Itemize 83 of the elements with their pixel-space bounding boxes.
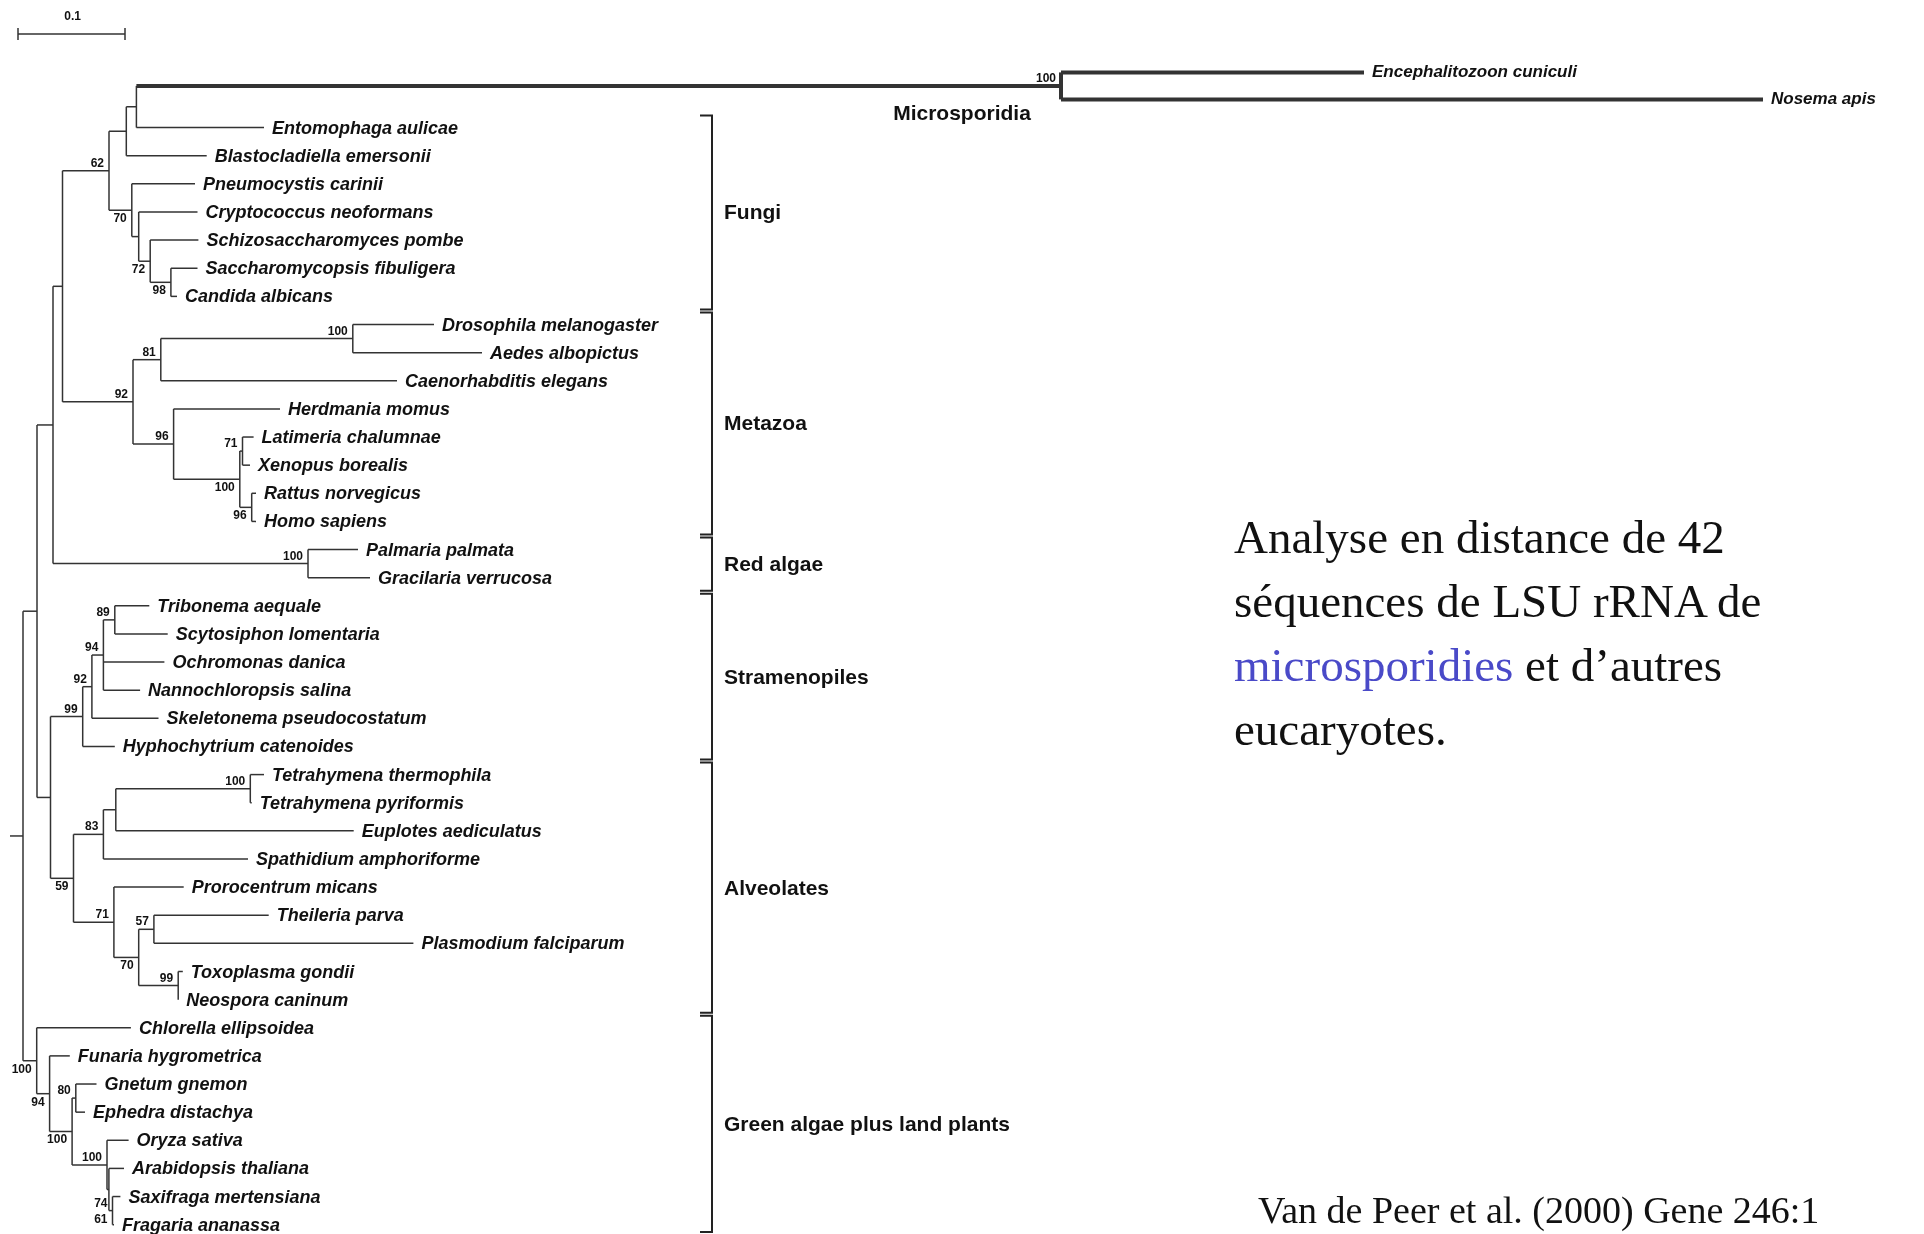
taxon-label: Cryptococcus neoformans xyxy=(205,201,434,223)
citation-text: Van de Peer et al. (2000) Gene 246:1 xyxy=(1258,1188,1820,1232)
taxon-label: Saccharomycopsis fibuligera xyxy=(205,257,456,280)
taxon-label: Palmaria palmata xyxy=(366,538,515,561)
taxon-label: Pneumocystis carinii xyxy=(203,172,384,195)
taxon-label: Xenopus borealis xyxy=(258,454,409,477)
bootstrap-value: 100 xyxy=(1035,70,1056,85)
bootstrap-value: 98 xyxy=(152,283,166,298)
taxon-label: Toxoplasma gondii xyxy=(190,960,355,983)
taxon-label: Scytosiphon lomentaria xyxy=(175,622,380,645)
bootstrap-value: 100 xyxy=(11,1061,32,1076)
clade-label: Metazoa xyxy=(724,410,807,437)
bootstrap-value: 92 xyxy=(73,671,87,686)
bootstrap-value: 72 xyxy=(131,262,146,277)
taxon-label: Funaria hygrometrica xyxy=(77,1044,262,1067)
bootstrap-value: 59 xyxy=(55,879,69,894)
description-text: Analyse en distance de 42 séquences de LSU rRNA de microsporidies et d’autres eucaryotes. xyxy=(1234,510,1763,757)
bootstrap-value: 80 xyxy=(57,1083,71,1098)
taxon-label: Saxifraga mertensiana xyxy=(128,1185,321,1208)
taxon-label: Ephedra distachya xyxy=(93,1101,254,1124)
bootstrap-value: 100 xyxy=(47,1132,68,1147)
taxon-label: Nannochloropsis salina xyxy=(148,679,352,702)
taxon-label: Blastocladiella emersonii xyxy=(214,144,431,167)
bootstrap-value: 71 xyxy=(95,907,109,922)
clade-label: Stramenopiles xyxy=(724,663,869,690)
taxon-label: Schizosaccharomyces pombe xyxy=(206,229,464,252)
bootstrap-value: 70 xyxy=(120,958,134,973)
bootstrap-value: 57 xyxy=(135,914,149,929)
taxon-label: Tribonema aequale xyxy=(157,594,322,617)
taxon-label: Encephalitozoon cuniculi xyxy=(1372,61,1577,84)
taxon-label: Fragaria ananassa xyxy=(122,1213,281,1234)
taxon-label: Rattus norvegicus xyxy=(264,482,422,505)
scale-label: 0.1 xyxy=(64,9,81,23)
bootstrap-value: 96 xyxy=(233,508,247,523)
taxon-label: Ochromonas danica xyxy=(172,651,346,674)
bootstrap-value: 74 xyxy=(94,1195,108,1210)
taxon-label: Skeletonema pseudocostatum xyxy=(166,707,427,730)
bootstrap-value: 96 xyxy=(155,429,169,444)
taxon-label: Tetrahymena thermophila xyxy=(272,763,492,786)
taxon-label: Neospora caninum xyxy=(186,988,349,1011)
taxon-label: Theileria parva xyxy=(276,904,404,927)
taxon-label: Chlorella ellipsoidea xyxy=(138,1016,314,1039)
taxon-label: Caenorhabditis elegans xyxy=(405,369,609,392)
bootstrap-value: 71 xyxy=(224,436,238,451)
clade-label: Green algae plus land plants xyxy=(724,1110,1010,1137)
clade-label: Microsporidia xyxy=(893,100,1031,126)
bootstrap-value: 99 xyxy=(64,701,78,716)
bootstrap-value: 99 xyxy=(159,970,174,985)
bootstrap-value: 70 xyxy=(113,211,127,226)
taxon-label: Plasmodium falciparum xyxy=(421,932,625,955)
bootstrap-value: 94 xyxy=(31,1094,45,1109)
taxon-label: Prorocentrum micans xyxy=(191,876,378,899)
taxon-label: Arabidopsis thaliana xyxy=(132,1157,310,1180)
clade-label: Red algae xyxy=(724,551,824,578)
taxon-label: Nosema apis xyxy=(1771,88,1876,111)
bootstrap-value: 100 xyxy=(327,323,348,338)
taxon-label: Hyphochytrium catenoides xyxy=(122,735,354,758)
taxon-label: Euplotes aediculatus xyxy=(361,819,542,842)
clade-label: Alveolates xyxy=(724,874,830,901)
bootstrap-value: 81 xyxy=(142,344,156,359)
bootstrap-value: 83 xyxy=(85,819,99,834)
taxon-label: Tetrahymena pyriformis xyxy=(259,791,465,814)
bootstrap-value: 100 xyxy=(214,480,235,495)
bootstrap-value: 61 xyxy=(94,1211,108,1226)
taxon-label: Entomophaga aulicae xyxy=(272,116,459,139)
taxon-label: Drosophila melanogaster xyxy=(442,313,659,336)
bootstrap-value: 89 xyxy=(96,604,110,619)
bootstrap-value: 100 xyxy=(225,773,246,788)
bootstrap-value: 62 xyxy=(90,155,104,170)
taxon-label: Homo sapiens xyxy=(264,510,388,533)
taxon-label: Aedes albopictus xyxy=(490,341,640,364)
taxon-label: Spathidium amphoriforme xyxy=(256,847,480,870)
bootstrap-value: 100 xyxy=(282,548,303,563)
taxon-label: Herdmania momus xyxy=(288,397,451,420)
bootstrap-value: 94 xyxy=(85,640,99,655)
taxon-label: Candida albicans xyxy=(185,285,334,308)
clade-label: Fungi xyxy=(724,199,782,226)
bootstrap-value: 92 xyxy=(114,386,128,401)
taxon-label: Gnetum gnemon xyxy=(104,1073,248,1095)
taxon-label: Latimeria chalumnae xyxy=(261,426,441,448)
bootstrap-value: 100 xyxy=(81,1149,102,1164)
taxon-label: Gracilaria verrucosa xyxy=(378,566,553,589)
taxon-label: Oryza sativa xyxy=(136,1129,243,1152)
